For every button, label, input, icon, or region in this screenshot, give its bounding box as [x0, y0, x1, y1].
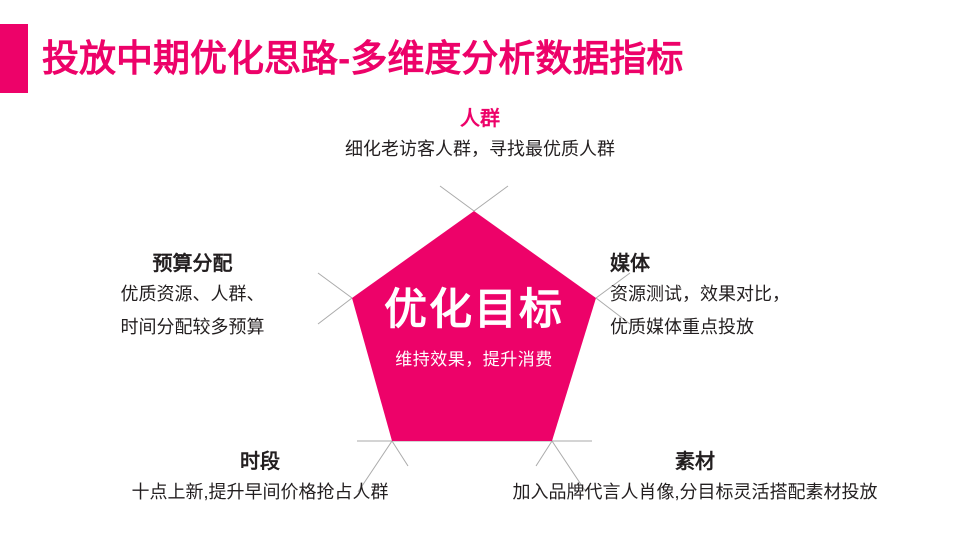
guide-line-right-upper: [595, 272, 631, 299]
node-people-line-1: 细化老访客人群，寻找最优质人群: [345, 139, 615, 159]
node-timeslot-heading: 时段: [240, 451, 280, 473]
diagram-node-people: 人群 细化老访客人群，寻找最优质人群: [300, 105, 660, 166]
pentagon-center-subtitle: 维持效果，提升消费: [395, 350, 553, 369]
node-media-heading: 媒体: [610, 253, 650, 275]
guide-line-apex-left: [439, 185, 475, 212]
guide-line-apex-right: [473, 185, 509, 212]
node-budget-line-1: 优质资源、人群、: [120, 284, 265, 304]
node-budget-line-2: 时间分配较多预算: [120, 317, 265, 337]
diagram-node-budget: 预算分配 优质资源、人群、 时间分配较多预算: [70, 250, 315, 344]
guide-line-bottom-right: [551, 440, 587, 493]
pentagon-center-title: 优化目标: [384, 286, 564, 334]
diagram-node-creative: 素材 加入品牌代言人肖像,分目标灵活搭配素材投放: [470, 448, 920, 509]
guide-line-bottom-left-inner: [391, 440, 409, 467]
page-title: 投放中期优化思路-多维度分析数据指标: [42, 38, 684, 79]
title-accent-bar: [0, 24, 28, 93]
node-media-line-2: 优质媒体重点投放: [610, 317, 754, 337]
diagram-node-media: 媒体 资源测试，效果对比， 优质媒体重点投放: [610, 250, 910, 344]
node-creative-heading: 素材: [675, 451, 715, 473]
node-media-line-1: 资源测试，效果对比，: [610, 284, 790, 304]
node-creative-line-1: 加入品牌代言人肖像,分目标灵活搭配素材投放: [512, 482, 878, 502]
node-timeslot-line-1: 十点上新,提升早间价格抢占人群: [131, 482, 389, 502]
guide-line-left-upper: [317, 272, 353, 299]
guide-line-left-lower: [317, 297, 353, 325]
guide-line-right-lower: [595, 297, 631, 325]
node-budget-heading: 预算分配: [152, 253, 233, 275]
diagram-node-timeslot: 时段 十点上新,提升早间价格抢占人群: [60, 448, 460, 509]
guide-line-bottom-right-inner: [535, 440, 553, 467]
node-people-heading: 人群: [460, 108, 500, 130]
guide-line-bottom-left: [357, 440, 393, 493]
pentagon-shape: [352, 211, 596, 441]
